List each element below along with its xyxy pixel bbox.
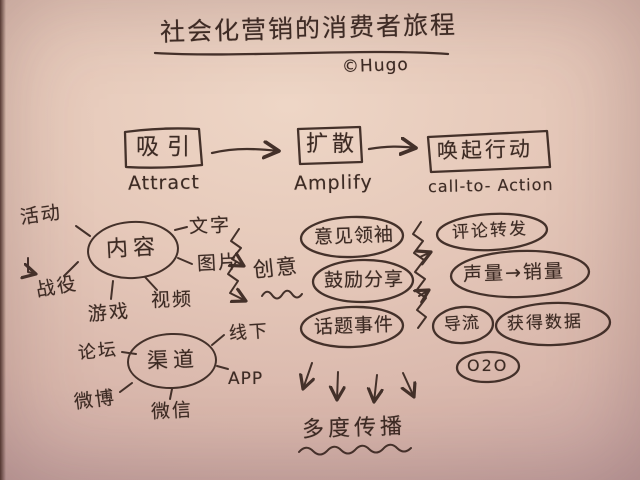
stage-cta-label: 唤起行动 xyxy=(436,136,534,164)
spread-wavy-underline xyxy=(298,443,412,456)
channel-item-wechat: 微信 xyxy=(150,398,194,424)
stage-boxes xyxy=(123,125,552,174)
channel-hub-circle xyxy=(127,332,217,390)
image-link xyxy=(177,257,193,265)
spread-arrow-2 xyxy=(337,371,338,400)
amplify-ovals xyxy=(299,215,415,349)
topic-events-oval xyxy=(299,305,405,349)
campaign-return-arrow xyxy=(28,257,36,274)
spread-arrow-3 xyxy=(374,374,377,402)
stage-amplify-en: Amplify xyxy=(293,171,373,195)
content-item-game: 游戏 xyxy=(87,300,131,326)
attract-box xyxy=(123,127,204,169)
cta-item-voice-to-sales: 声量→销量 xyxy=(462,260,566,286)
creativity-wavy-underline xyxy=(261,289,303,300)
encourage-sharing-oval xyxy=(311,258,415,304)
author-credit: ©Hugo xyxy=(341,54,410,78)
forum-link xyxy=(121,351,137,355)
o2o-oval xyxy=(455,350,521,384)
comment-repost-oval xyxy=(435,212,549,252)
voice-sales-oval xyxy=(449,249,591,299)
flow-arrow-1 xyxy=(210,149,279,153)
right-zigzag xyxy=(412,221,431,329)
zigzag-branch-arrow-2 xyxy=(419,290,429,296)
stage-amplify-label: 扩散 xyxy=(306,132,359,157)
zigzag-branch-arrow-1 xyxy=(420,252,431,257)
stage-attract-en: Attract xyxy=(127,171,201,195)
stage-attract-label: 吸引 xyxy=(136,134,198,160)
zigzag-arrow-lower xyxy=(227,261,246,301)
page-title: 社会化营销的消费者旅程 xyxy=(159,10,458,47)
activity-link xyxy=(75,225,91,237)
app-link xyxy=(216,365,229,370)
amplify-item-opinion-leaders: 意见领袖 xyxy=(313,223,395,249)
amplify-item-multi-spread: 多度传播 xyxy=(301,414,407,443)
spread-arrows xyxy=(298,362,414,456)
amplify-item-topic-events: 话题事件 xyxy=(313,313,395,339)
amplify-item-encourage-sharing: 鼓励分享 xyxy=(323,268,405,292)
offline-link xyxy=(211,334,225,346)
campaign-link xyxy=(63,261,79,277)
text-link xyxy=(174,226,188,231)
channel-item-forum: 论坛 xyxy=(76,338,119,365)
cta-item-traffic: 导流 xyxy=(443,312,481,336)
content-item-image: 图片 xyxy=(196,250,240,276)
content-item-text: 文字 xyxy=(188,214,232,238)
creativity-zigzag-arrows xyxy=(227,228,303,301)
wechat-link xyxy=(169,388,173,400)
content-hub-label: 内容 xyxy=(105,234,161,263)
channel-item-offline: 线下 xyxy=(228,320,270,345)
game-link xyxy=(110,280,114,300)
traffic-oval xyxy=(431,305,495,345)
channel-hub-links xyxy=(119,332,229,400)
cta-item-comment-repost: 评论转发 xyxy=(451,219,529,243)
spread-arrow-1 xyxy=(303,362,312,389)
get-data-oval xyxy=(494,301,612,347)
channel-hub-label: 渠道 xyxy=(146,347,200,373)
zigzag-divider xyxy=(412,221,427,329)
amplify-item-creativity: 创意 xyxy=(251,253,301,283)
flow-arrow-2 xyxy=(367,147,416,149)
cta-item-o2o: O2O xyxy=(467,356,509,375)
cta-box xyxy=(426,129,552,174)
cta-ovals xyxy=(431,212,612,384)
title-underline xyxy=(153,50,450,56)
content-hub-circle xyxy=(87,220,179,280)
channel-item-app: APP xyxy=(228,369,264,389)
cta-item-get-data: 获得数据 xyxy=(506,311,584,335)
stage-cta-en: call-to- Action xyxy=(427,174,554,197)
content-hub-links xyxy=(28,220,193,300)
video-link xyxy=(144,276,158,291)
opinion-leaders-oval xyxy=(299,215,405,259)
amplify-box xyxy=(296,125,364,166)
content-item-video: 视频 xyxy=(150,288,194,312)
spread-arrow-4 xyxy=(403,372,414,397)
channel-item-weibo: 微博 xyxy=(72,386,118,414)
weibo-link xyxy=(119,382,133,393)
